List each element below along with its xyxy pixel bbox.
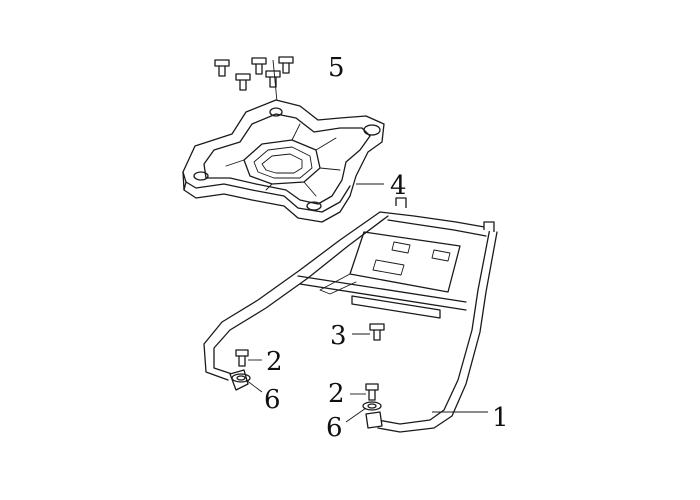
bolt (251, 57, 267, 75)
plate-bolts (214, 56, 294, 113)
callout-label-6-left: 6 (264, 385, 281, 415)
bolt (265, 70, 281, 88)
callout-label-2-left: 2 (266, 347, 283, 377)
callout-label-2-right: 2 (328, 379, 345, 409)
callout-label-5: 5 (328, 53, 345, 83)
washer-right (345, 401, 382, 423)
callout-label-3: 3 (330, 321, 347, 351)
washer-left (231, 373, 263, 393)
center-bolt (352, 323, 385, 341)
callout-label-6-right: 6 (326, 413, 343, 443)
rack-frame (203, 197, 498, 433)
top-plate (182, 99, 385, 223)
bolt-left (235, 349, 262, 367)
bolt (235, 73, 251, 91)
callout-label-4: 4 (390, 171, 407, 201)
bolt (214, 59, 230, 77)
callout-label-1: 1 (492, 403, 509, 433)
bolt (278, 56, 294, 74)
bolt-right (350, 383, 379, 401)
